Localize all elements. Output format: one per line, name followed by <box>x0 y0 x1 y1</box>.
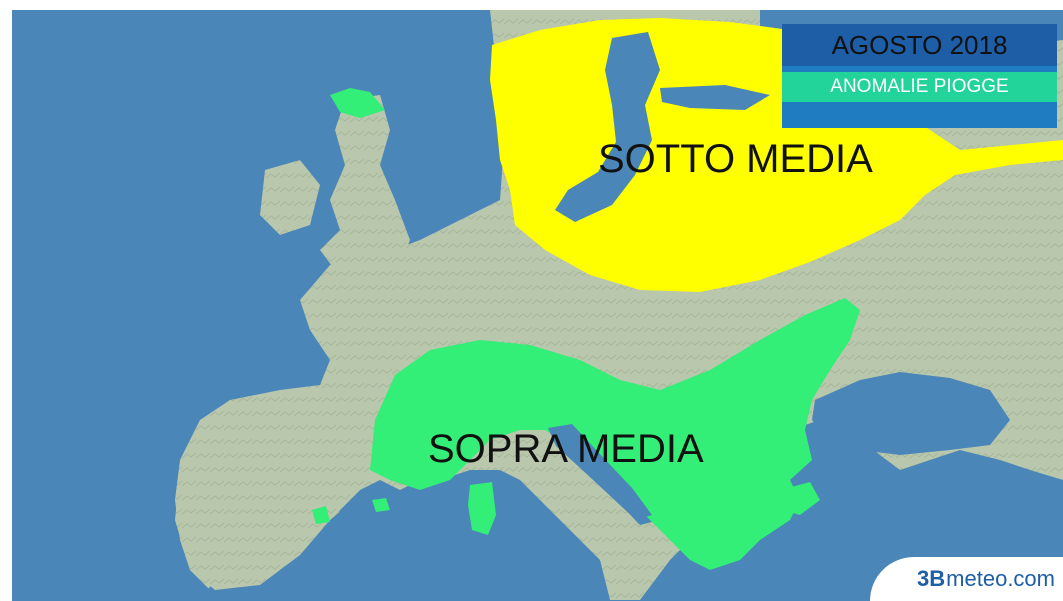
iberian-peninsula-land <box>175 400 390 590</box>
above-average-patch-scotland <box>330 88 385 118</box>
adriatic-overlay <box>548 424 652 520</box>
black-sea-overlay <box>818 376 1004 452</box>
brand-badge: 3B meteo.com <box>870 557 1063 601</box>
above-average-patch-sardinia <box>468 482 496 535</box>
brand-logo-text: meteo.com <box>946 566 1055 591</box>
top-frame-strip <box>0 0 1063 10</box>
above-average-region <box>370 298 860 570</box>
brand-logo-mark: 3B <box>917 566 946 591</box>
legend-subtitle: ANOMALIE PIOGGE <box>782 72 1057 102</box>
great-britain-land <box>320 95 410 275</box>
gulf-overlay <box>660 85 770 110</box>
baltic-sea-overlay <box>555 32 660 222</box>
below-average-label: SOTTO MEDIA <box>598 137 873 181</box>
ireland-land <box>260 160 320 235</box>
above-average-patch-iberia <box>312 506 330 524</box>
mediterranean-sea <box>200 480 610 600</box>
legend-box: AGOSTO 2018 ANOMALIE PIOGGE <box>782 24 1057 128</box>
above-average-patch-anatolia <box>780 482 820 515</box>
above-average-patch-balearics <box>372 498 390 512</box>
legend-title: AGOSTO 2018 <box>782 24 1057 66</box>
italy-land <box>515 415 650 580</box>
above-average-label: SOPRA MEDIA <box>428 427 704 471</box>
left-frame-strip <box>0 0 12 601</box>
